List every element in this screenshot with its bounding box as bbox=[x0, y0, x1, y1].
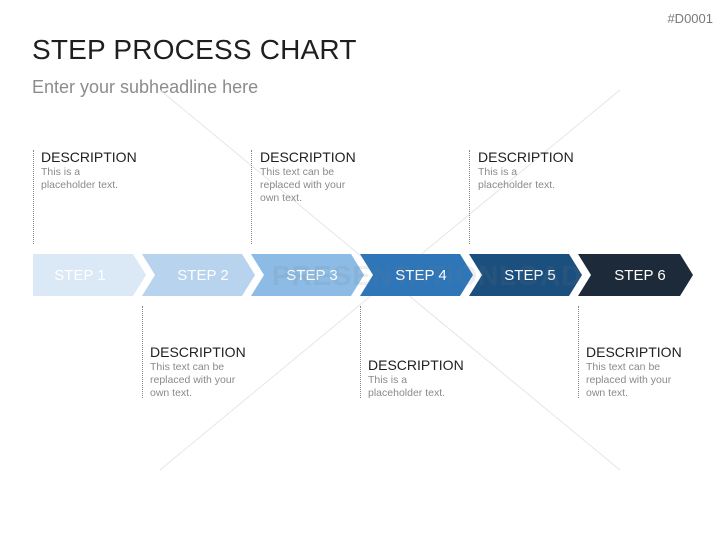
description-step-2: DESCRIPTION This text can be replaced wi… bbox=[150, 344, 258, 400]
step-2-chevron bbox=[142, 254, 255, 296]
description-text: This is a placeholder text. bbox=[41, 166, 119, 191]
description-text: This text can be replaced with your own … bbox=[150, 361, 236, 399]
description-heading: DESCRIPTION bbox=[150, 344, 246, 360]
description-text: This is a placeholder text. bbox=[368, 374, 446, 399]
step-6-chevron bbox=[578, 254, 693, 296]
description-text: This text can be replaced with your own … bbox=[586, 361, 672, 399]
step-1-chevron bbox=[33, 254, 146, 296]
step-2-label: STEP 2 bbox=[177, 267, 228, 284]
connector-line-5 bbox=[469, 150, 470, 244]
description-heading: DESCRIPTION bbox=[41, 149, 137, 165]
description-heading: DESCRIPTION bbox=[586, 344, 682, 360]
page-title: STEP PROCESS CHART bbox=[32, 34, 357, 65]
step-5-label: STEP 5 bbox=[504, 267, 555, 284]
description-heading: DESCRIPTION bbox=[478, 149, 574, 165]
connector-line-1 bbox=[33, 150, 34, 244]
step-4-label: STEP 4 bbox=[395, 267, 446, 284]
step-3-label: STEP 3 bbox=[286, 267, 337, 284]
description-heading: DESCRIPTION bbox=[260, 149, 356, 165]
connector-line-6 bbox=[578, 306, 579, 398]
connector-line-3 bbox=[251, 150, 252, 244]
description-step-6: DESCRIPTION This text can be replaced wi… bbox=[586, 344, 694, 400]
step-6-label: STEP 6 bbox=[614, 267, 665, 284]
connector-line-2 bbox=[142, 306, 143, 398]
description-step-3: DESCRIPTION This text can be replaced wi… bbox=[260, 149, 368, 205]
description-heading: DESCRIPTION bbox=[368, 357, 464, 373]
description-step-5: DESCRIPTION This is a placeholder text. bbox=[478, 149, 586, 192]
step-4-chevron bbox=[360, 254, 473, 296]
description-text: This is a placeholder text. bbox=[478, 166, 556, 191]
description-step-1: DESCRIPTION This is a placeholder text. bbox=[41, 149, 149, 192]
description-text: This text can be replaced with your own … bbox=[260, 166, 346, 204]
step-3-chevron bbox=[251, 254, 364, 296]
step-5-chevron bbox=[469, 254, 582, 296]
connector-line-4 bbox=[360, 306, 361, 398]
description-step-4: DESCRIPTION This is a placeholder text. bbox=[368, 357, 476, 400]
step-1-label: STEP 1 bbox=[54, 267, 105, 284]
slide-id: #D0001 bbox=[667, 11, 713, 26]
